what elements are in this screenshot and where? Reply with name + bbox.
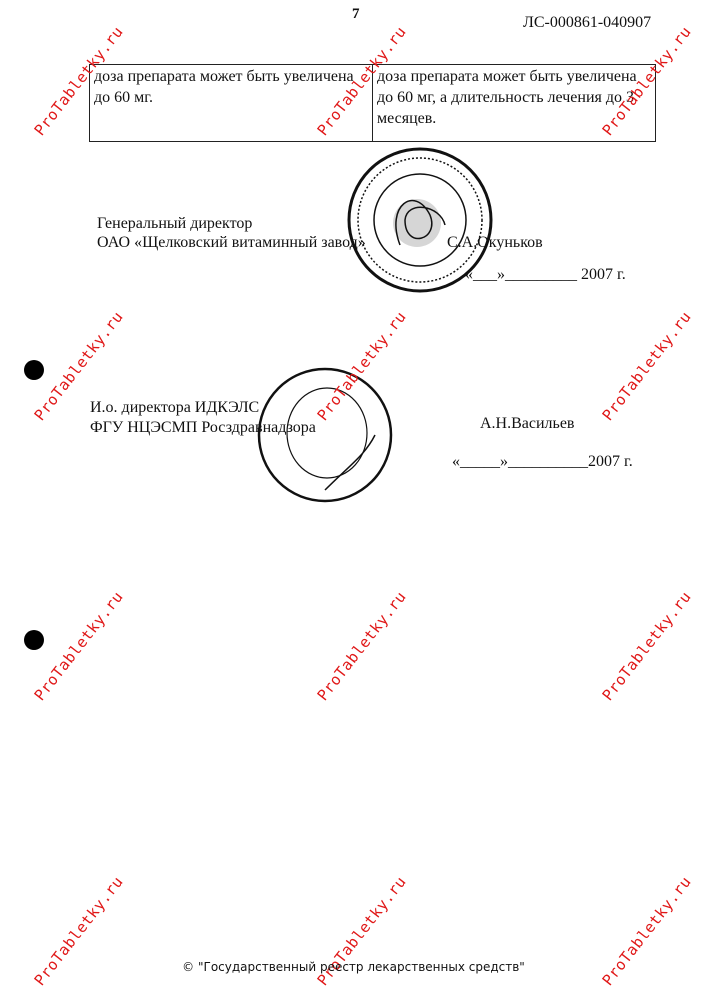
watermark: ProTabletky.ru xyxy=(313,587,410,705)
signer2-title: И.о. директора ИДКЭЛС xyxy=(90,399,260,416)
table-cell-old: доза препарата может быть увеличена до 6… xyxy=(89,64,373,142)
signer1-date: «___»_________ 2007 г. xyxy=(465,266,626,283)
footer-copyright: © "Государственный реестр лекарственных … xyxy=(182,960,525,974)
company-stamp xyxy=(347,147,493,293)
signer2-date: «_____»__________2007 г. xyxy=(452,453,633,470)
table-cell-new: доза препарата может быть увеличена до 6… xyxy=(372,64,656,142)
watermark: ProTabletky.ru xyxy=(598,307,695,425)
signer2-organization: ФГУ НЦЭСМП Росздравнадзора xyxy=(90,419,316,436)
institute-stamp xyxy=(257,367,393,503)
table-row: доза препарата может быть увеличена до 6… xyxy=(89,64,656,142)
changes-table: доза препарата может быть увеличена до 6… xyxy=(89,64,656,142)
signer1-title: Генеральный директор xyxy=(97,215,253,232)
signer2-name: А.Н.Васильев xyxy=(480,415,575,432)
punch-hole xyxy=(24,360,44,380)
watermark: ProTabletky.ru xyxy=(30,587,127,705)
registration-number: ЛС-000861-040907 xyxy=(523,14,652,31)
watermark: ProTabletky.ru xyxy=(598,587,695,705)
page-number: 7 xyxy=(352,6,360,22)
signer1-organization: ОАО «Щелковский витаминный завод» xyxy=(97,234,366,251)
punch-hole xyxy=(24,630,44,650)
signer1-name: С.А.Окуньков xyxy=(447,234,543,251)
